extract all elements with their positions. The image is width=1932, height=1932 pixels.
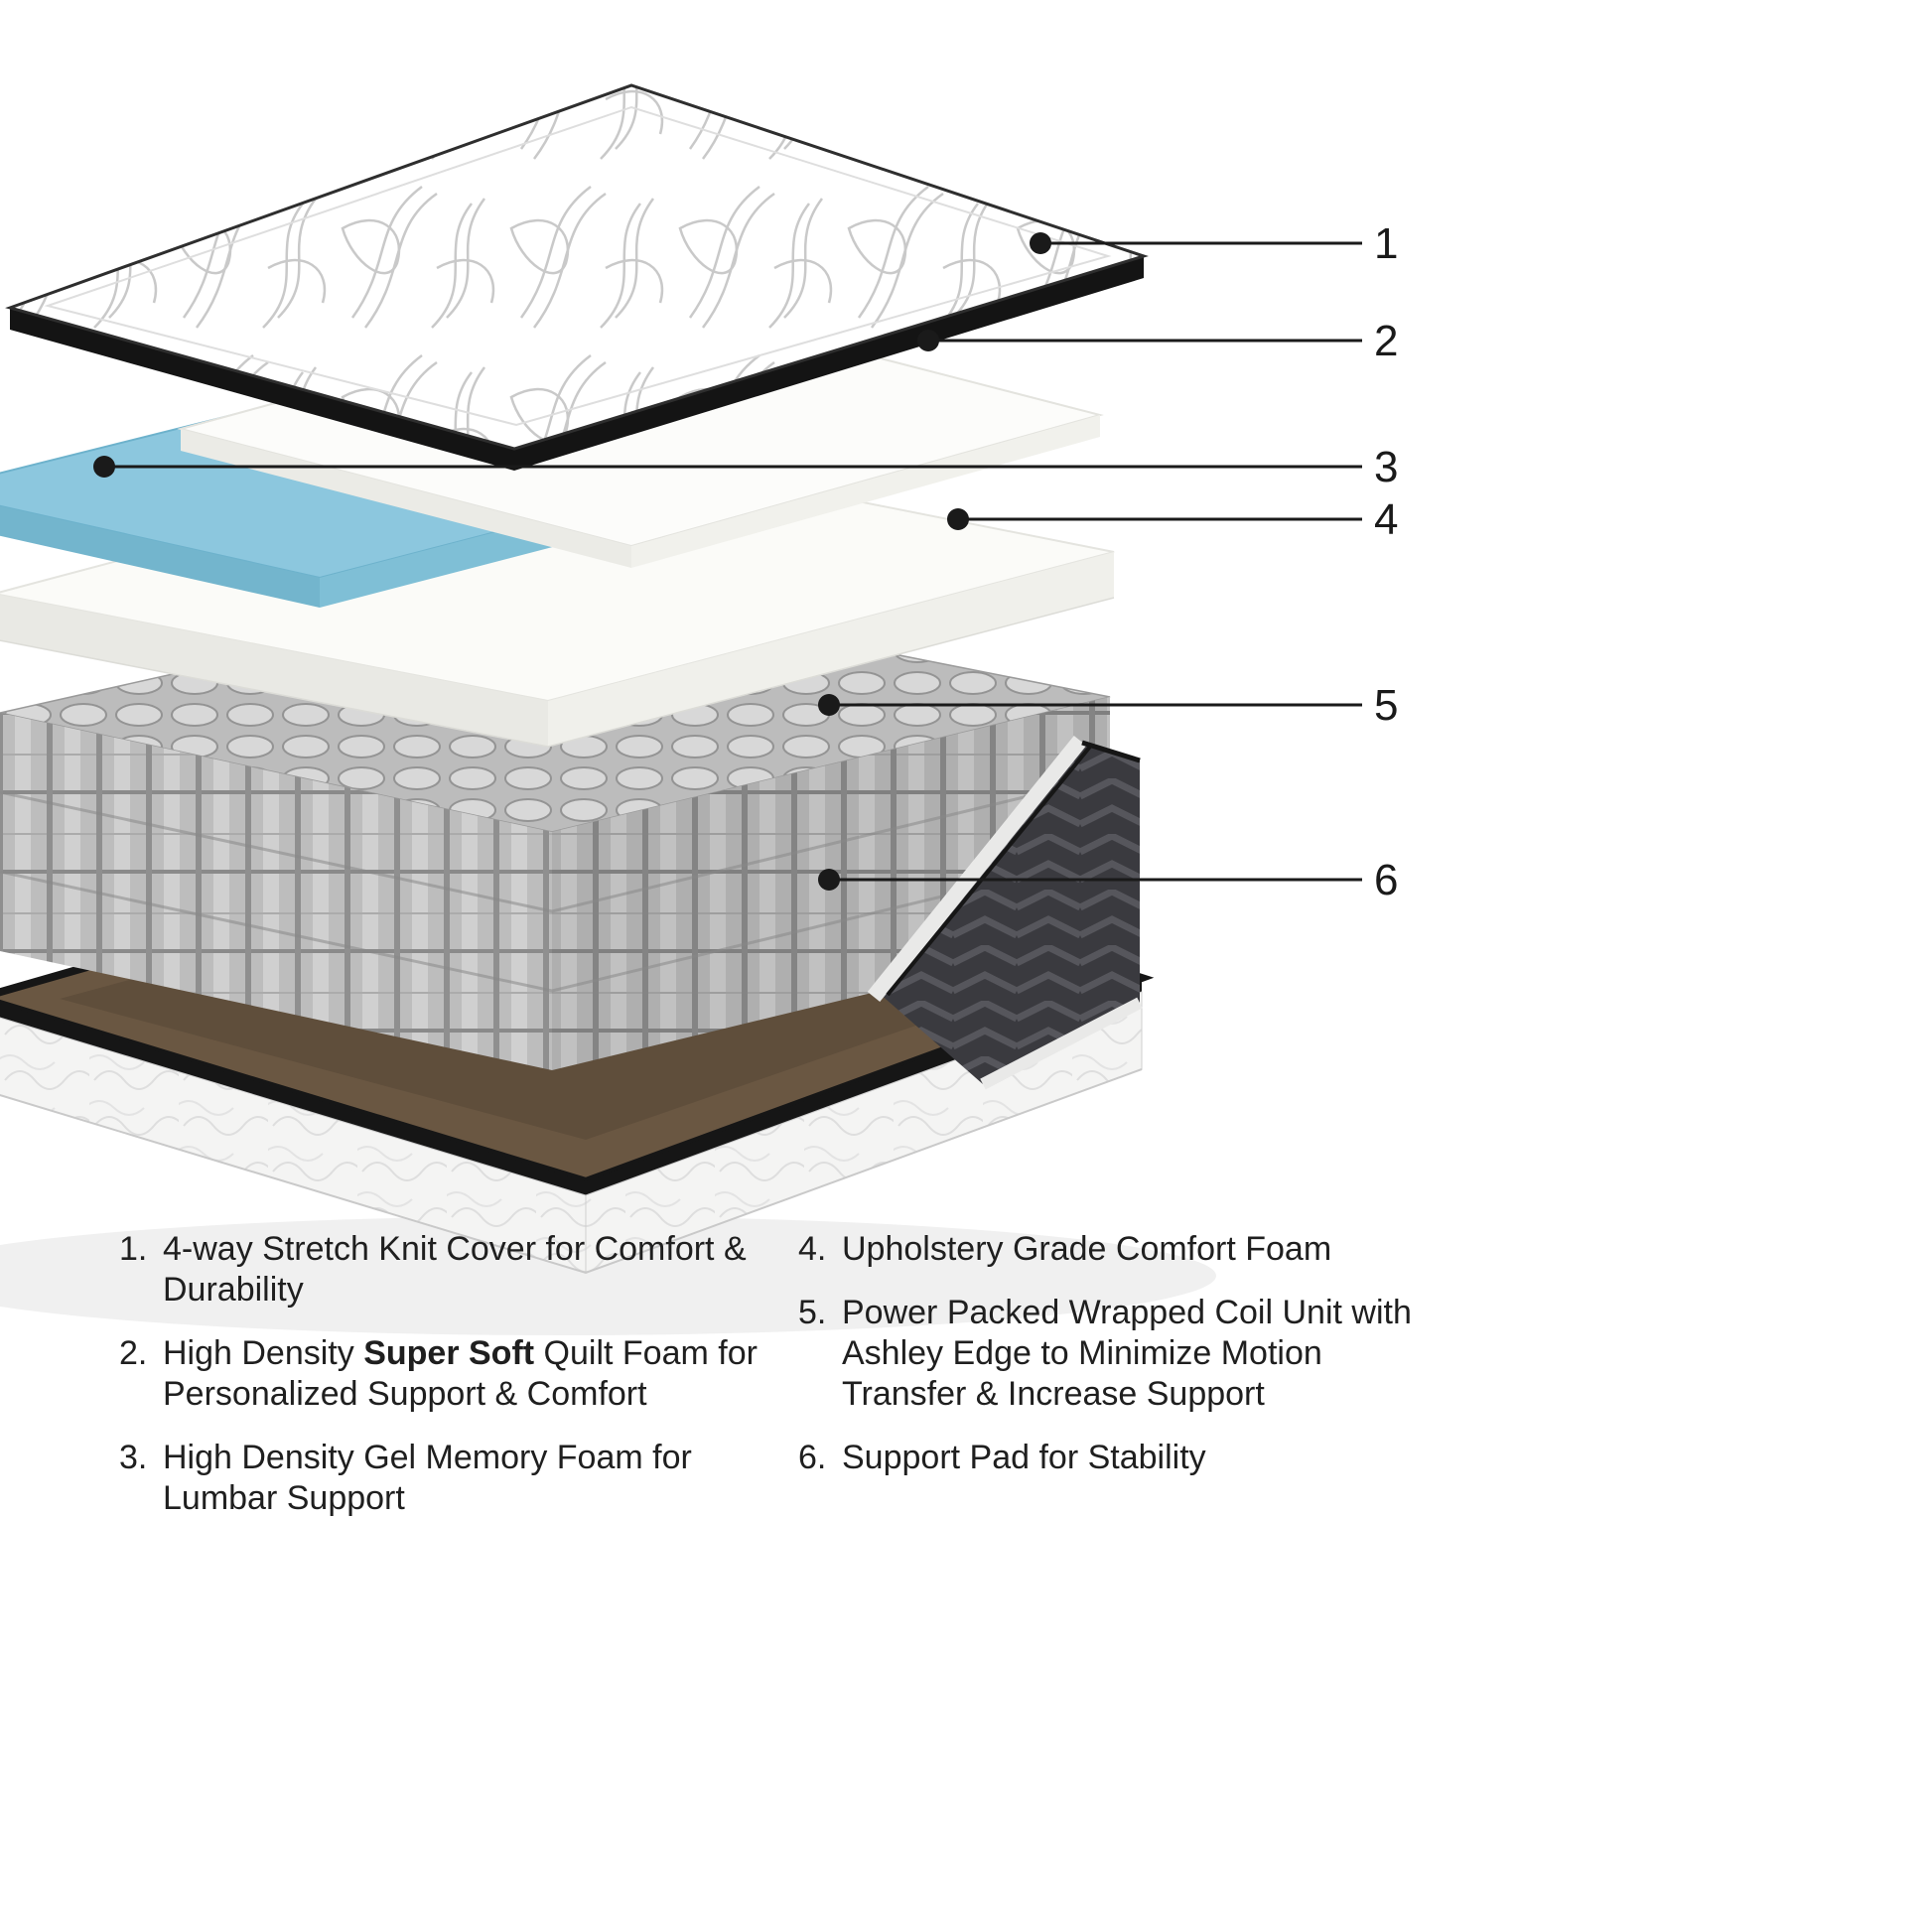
legend-item-text: Power Packed Wrapped Coil Unit with Ashl… [842,1293,1444,1415]
legend-text-pre: Support Pad for Stability [842,1439,1206,1476]
callout-dot-1 [1030,232,1051,254]
legend-item-2: 2. High Density Super Soft Quilt Foam fo… [119,1333,794,1415]
legend-item-number: 5. [798,1294,827,1331]
legend-item-4: 4. Upholstery Grade Comfort Foam [798,1229,1444,1270]
legend-item-number: 3. [119,1439,148,1476]
comfort-foam-left-face [0,595,548,747]
legend-text-bold: Super Soft [363,1334,535,1372]
callout-number-4: 4 [1374,495,1399,544]
legend-text-post: Quilt Foam for Personalized Support & Co… [163,1334,758,1413]
coil-tier-line-2 [0,854,1111,993]
callout-number-5: 5 [1374,681,1399,730]
floor-shadow [0,1216,1216,1335]
callout-dots [93,232,1051,891]
wedge-white-edge [867,735,1087,1003]
legend-item-6: 6. Support Pad for Stability [798,1438,1444,1478]
quilt-foam-left-face [181,429,631,568]
callout-dot-2 [917,330,939,351]
legend-column-left: 1. 4-way Stretch Knit Cover for Comfort … [119,1229,794,1542]
callout-number-6: 6 [1374,856,1399,904]
legend-item-text: High Density Super Soft Quilt Foam for P… [163,1333,794,1415]
coil-unit-front-left-face [0,713,552,1070]
quilt-foam-right-face [631,415,1100,568]
legend-text-pre: 4-way Stretch Knit Cover for Comfort & D… [163,1230,747,1309]
callout-dot-4 [947,508,969,530]
legend-item-1: 1. 4-way Stretch Knit Cover for Comfort … [119,1229,794,1311]
legend-item-number: 4. [798,1230,827,1268]
wedge-top-edge [1081,740,1141,763]
legend-item-text: Upholstery Grade Comfort Foam [842,1229,1444,1270]
legend-item-text: 4-way Stretch Knit Cover for Comfort & D… [163,1229,794,1311]
comfort-foam-bottom-edge [0,597,1115,748]
comfort-foam-right-face [548,552,1114,747]
callout-dot-3 [93,456,115,478]
legend-item-number: 1. [119,1230,148,1268]
wedge-bottom-edge [980,997,1143,1090]
legend-text-pre: Power Packed Wrapped Coil Unit with Ashl… [842,1294,1412,1413]
callout-dot-5 [818,694,840,716]
legend-item-text: Support Pad for Stability [842,1438,1444,1478]
legend-text-pre: Upholstery Grade Comfort Foam [842,1230,1332,1268]
callout-dot-6 [818,869,840,891]
border-fabric-panel [879,743,1140,1084]
base-tape-left [0,1004,586,1195]
legend-item-number: 2. [119,1334,148,1372]
legend-column-right: 4. Upholstery Grade Comfort Foam 5. Powe… [798,1229,1444,1501]
legend-item-number: 6. [798,1439,827,1476]
cover-quilt-border [44,105,1112,427]
border-fabric-wedge [867,735,1143,1090]
legend-text-pre: High Density [163,1334,364,1372]
callout-number-3: 3 [1374,443,1399,491]
base-bottom-edge [0,1068,1143,1275]
coil-tier-line-1 [0,774,1111,913]
callout-number-2: 2 [1374,317,1399,365]
gel-foam-left-face [0,505,320,608]
legend-item-3: 3. High Density Gel Memory Foam for Lumb… [119,1438,794,1519]
legend-text-pre: High Density Gel Memory Foam for Lumbar … [163,1439,692,1517]
legend-item-5: 5. Power Packed Wrapped Coil Unit with A… [798,1293,1444,1415]
stretch-knit-cover-layer [5,83,1149,471]
callout-number-1: 1 [1374,219,1399,268]
callout-lines [104,241,1362,882]
legend-item-text: High Density Gel Memory Foam for Lumbar … [163,1438,794,1519]
wedge-piping-top [886,745,1092,997]
cover-top-face [5,83,1149,451]
